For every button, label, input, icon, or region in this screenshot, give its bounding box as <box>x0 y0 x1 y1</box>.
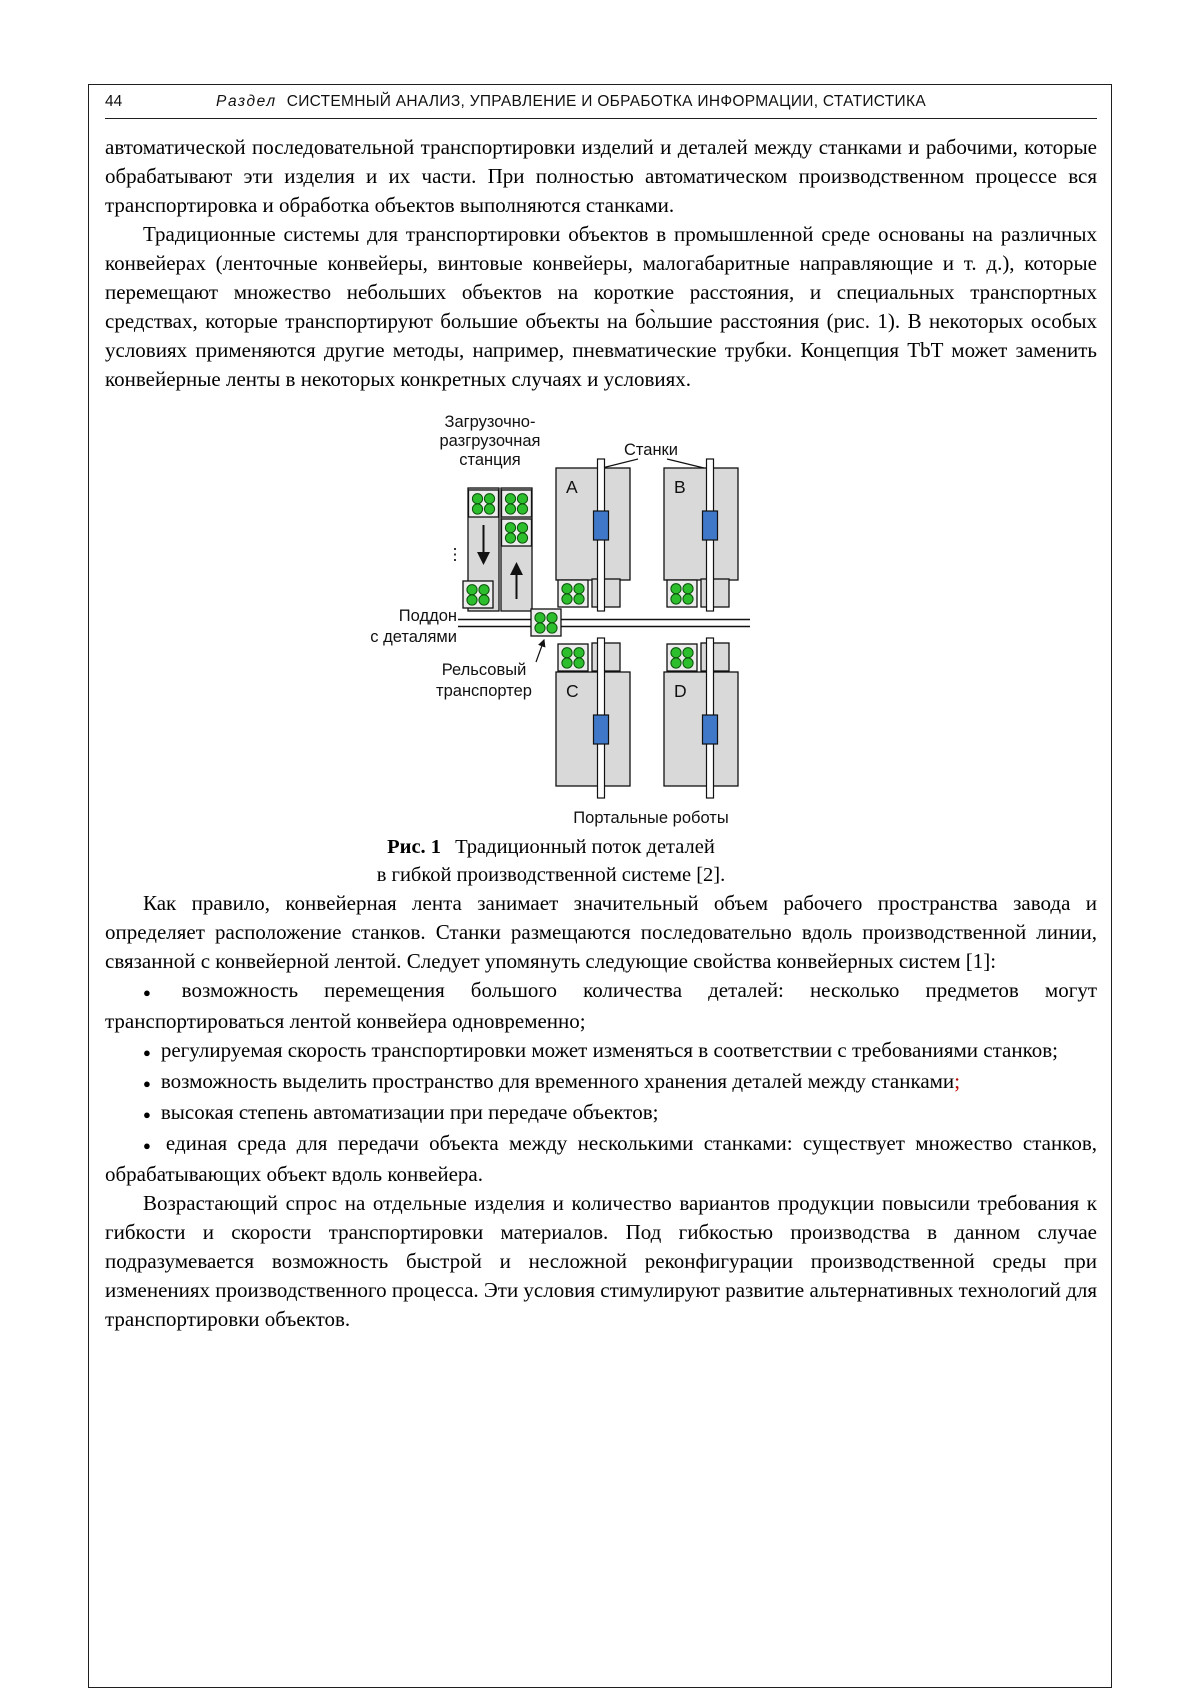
machine-bodies <box>467 467 739 787</box>
pallet <box>557 643 589 672</box>
bullet-item-2: ● регулируемая скорость транспортировки м… <box>105 1036 1097 1067</box>
pallet <box>462 580 494 609</box>
robot-gripper-b <box>701 510 719 541</box>
figure-caption-line1: Рис. 1 Традиционный поток деталей <box>105 833 997 861</box>
machine-d-body <box>663 671 739 787</box>
pallet <box>500 489 533 518</box>
label-loading-station-3: станция <box>459 451 521 469</box>
bullet-text: возможность перемещения большого количес… <box>105 978 1097 1033</box>
figure-caption-tag: Рис. 1 <box>387 836 442 858</box>
label-pallet-1: Поддон <box>399 607 457 625</box>
pointer-machines-left <box>601 458 639 469</box>
portal-robot-grippers <box>592 510 719 745</box>
pallet <box>467 489 500 518</box>
pointer-rail-transporter <box>535 638 546 663</box>
bullet-text: высокая степень автоматизации при переда… <box>160 1100 659 1124</box>
bullet-text: возможность выделить пространство для вр… <box>160 1069 955 1093</box>
pallet <box>666 643 698 672</box>
queue-ellipsis: ⋮ <box>447 546 464 564</box>
label-loading-station-2: разгрузочная <box>439 432 540 450</box>
flow-arrows <box>477 525 523 599</box>
figure-labels: Загрузочно- разгрузочная станция Станки … <box>370 413 728 827</box>
paragraph-1: автоматической последовательной транспор… <box>105 135 1097 217</box>
paragraph-2: Традиционные системы для транспортировки… <box>105 222 1097 391</box>
page-content: автоматической последовательной транспор… <box>105 133 1097 1334</box>
label-machine-d: D <box>674 681 687 701</box>
bullet-marker: ● <box>143 1076 151 1091</box>
label-rail-2: транспортер <box>436 682 532 700</box>
pallet <box>500 518 533 547</box>
pointer-machines-right <box>666 458 705 469</box>
pointer-lines <box>535 458 705 663</box>
bullet-item-4: ● высокая степень автоматизации при перед… <box>105 1098 1097 1129</box>
header-title-text: СИСТЕМНЫЙ АНАЛИЗ, УПРАВЛЕНИЕ И ОБРАБОТКА… <box>286 93 926 110</box>
buffer-box-d <box>700 642 730 672</box>
pallet-on-rail <box>530 608 562 637</box>
label-pallet-2: с деталями <box>370 628 457 646</box>
robot-gripper-a <box>592 510 610 541</box>
buffer-box-c <box>591 642 621 672</box>
figure-diagram: Загрузочно- разгрузочная станция Станки … <box>370 413 750 827</box>
label-rail-1: Рельсовый <box>442 661 527 679</box>
bullet-marker: ● <box>143 1107 151 1122</box>
figure-caption-text2: в гибкой производственной системе [2]. <box>376 864 726 886</box>
bullet-marker: ● <box>143 1138 156 1153</box>
rail-track <box>458 618 750 628</box>
bullet-marker: ● <box>143 985 172 1000</box>
robot-gripper-c <box>592 714 610 745</box>
header-title: Раздел СИСТЕМНЫЙ АНАЛИЗ, УПРАВЛЕНИЕ И ОБР… <box>185 93 1097 111</box>
pallet <box>666 579 698 608</box>
pallet <box>557 579 589 608</box>
label-machines: Станки <box>624 441 678 459</box>
figure-1: Загрузочно- разгрузочная станция Станки … <box>105 408 1097 833</box>
label-loading-station-1: Загрузочно- <box>445 413 536 431</box>
label-portal-robots: Портальные роботы <box>573 809 728 827</box>
bullet-item-3: ● возможность выделить пространство для в… <box>105 1067 1097 1098</box>
page-number: 44 <box>105 93 123 110</box>
paragraph-4: Возрастающий спрос на отдельные изделия … <box>105 1191 1097 1331</box>
bullet-marker: ● <box>143 1045 151 1060</box>
bullet-item-5: ●единая среда для передачи объекта между… <box>105 1129 1097 1189</box>
machine-b-body <box>663 467 739 581</box>
header-rule <box>105 118 1097 119</box>
label-machine-c: C <box>566 681 579 701</box>
buffer-box-b <box>700 578 730 608</box>
page-header: 44 Раздел СИСТЕМНЫЙ АНАЛИЗ, УПРАВЛЕНИЕ И … <box>105 93 1097 111</box>
paragraph-3: Как правило, конвейерная лента занимает … <box>105 891 1097 973</box>
bullet-text: единая среда для передачи объекта между … <box>105 1131 1097 1186</box>
figure-caption: Рис. 1 Традиционный поток деталей в гибко… <box>105 833 1097 889</box>
buffer-box-a <box>591 578 621 608</box>
robot-gripper-d <box>701 714 719 745</box>
bullet-red-semicolon: ; <box>954 1069 961 1093</box>
header-section-label: Раздел <box>216 93 277 110</box>
label-machine-a: A <box>566 477 578 497</box>
figure-caption-text1: Традиционный поток деталей <box>455 836 715 858</box>
bullet-text: регулируемая скорость транспортировки мо… <box>160 1038 1058 1062</box>
bullet-item-1: ●возможность перемещения большого количе… <box>105 976 1097 1036</box>
label-machine-b: B <box>674 477 686 497</box>
